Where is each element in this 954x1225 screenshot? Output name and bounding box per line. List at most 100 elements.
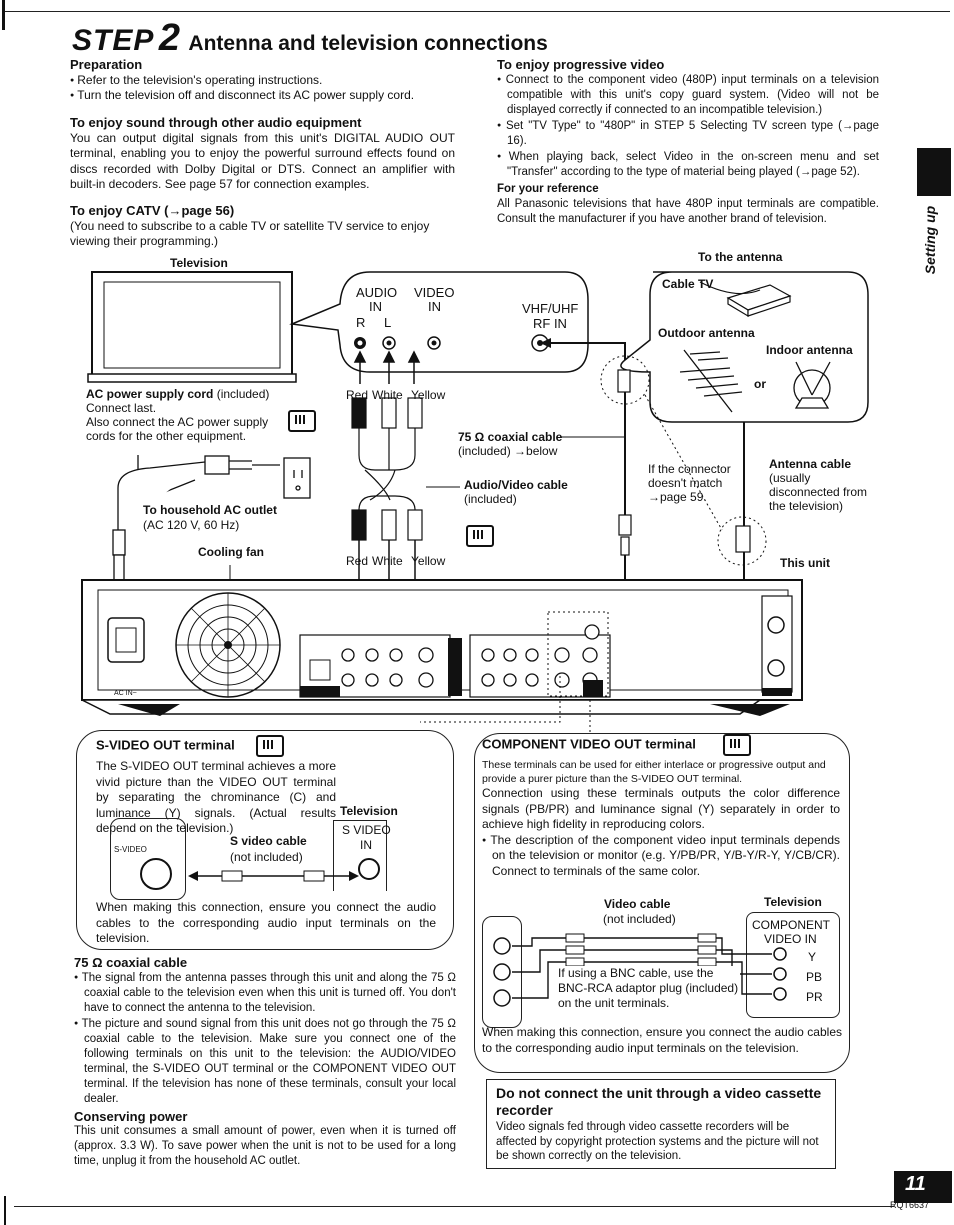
preparation-heading: Preparation [70,57,143,72]
or-label: or [754,377,766,391]
progressive-section: To enjoy progressive video Connect to th… [497,57,879,227]
step-word: STEP [72,24,155,57]
antenna-cable-rest: (usually disconnected from the televisio… [769,471,868,513]
tv-video-label: VIDEO [414,285,455,300]
bottom-rule [14,1206,894,1207]
coax-item: The picture and sound signal from this u… [74,1016,456,1107]
preparation-section: Preparation Refer to the television's op… [70,57,455,104]
svideo-cable-label: S video cable [230,834,307,848]
vcr-warning-section: Do not connect the unit through a video … [496,1085,826,1164]
av-cable-drawing [351,397,423,541]
svideo-reference-icon [256,735,285,757]
svideo-heading-text: S-VIDEO OUT terminal [96,737,235,753]
indoor-antenna-label: Indoor antenna [766,343,853,357]
household-outlet-label: To household AC outlet [143,503,277,517]
svideo-tv-box [333,820,387,891]
progressive-item: When playing back, select Video in the o… [497,149,879,180]
coax-cable-bold: 75 Ω coaxial cable [458,430,563,444]
component-pr: PR [806,990,823,1004]
page-number: 11 [905,1173,926,1195]
cable-tv-drawing [699,281,792,318]
coax-item: The signal from the antenna passes throu… [74,970,456,1016]
svideo-cable-drawing [188,870,359,882]
outdoor-antenna-label: Outdoor antenna [658,326,755,340]
page-title: STEP 2 Antenna and television connection… [72,17,548,60]
also-connect: Also connect the AC power supply cords f… [86,415,269,443]
preparation-item: Turn the television off and disconnect i… [70,88,455,104]
to-antenna-label: To the antenna [698,250,783,264]
unit-back-panel [81,579,803,716]
tv-audio-label: AUDIO [356,285,398,300]
component-heading: COMPONENT VIDEO OUT terminal [482,734,840,756]
reference-icon [288,410,316,437]
top-rule [4,11,950,12]
progressive-heading: To enjoy progressive video [497,57,665,72]
power-text: This unit consumes a small amount of pow… [74,1125,456,1167]
av-cable-bold: Audio/Video cable [464,478,568,492]
ac-cord-bold: AC power supply cord [86,387,214,401]
component-tv-label: Television [764,895,822,909]
vcr-warning-box [486,1079,836,1169]
connector-mismatch-note: If the connector doesn't match →page 59. [648,462,731,504]
tv-l-label: L [384,315,392,330]
tv-audio-in-label: IN [369,299,382,314]
component-item: The description of the component video i… [482,833,840,880]
side-tab-label: Setting up [922,205,938,275]
svideo-unit-box [110,818,186,900]
tv-label: Television [170,256,228,270]
white-label-top: White [372,388,403,402]
catv-heading: To enjoy CATV (→page 56) [70,203,235,218]
component-text: Connection using these terminals outputs… [482,786,840,831]
svideo-unit-jack [140,858,172,890]
reference-heading: For your reference [497,183,599,195]
outlet-spec-label: (AC 120 V, 60 Hz) [143,518,240,532]
bottom-left-mark [4,1196,6,1225]
video-cable-label: Video cable [604,897,671,911]
rf-in-label: RF IN [533,316,567,331]
reference-text: All Panasonic televisions that have 480P… [497,198,879,225]
coax-heading: 75 Ω coaxial cable [74,955,188,970]
title-text: Antenna and television connections [188,32,548,55]
component-y: Y [808,950,817,964]
svideo-section: S-VIDEO OUT terminal The S-VIDEO OUT ter… [96,735,436,837]
svideo-tv-label: Television [340,804,398,818]
component-callout [474,733,850,1073]
tv-r-label: R [356,315,366,330]
step-number: 2 [158,17,180,59]
yellow-label-bottom: Yellow [411,554,446,568]
progressive-item: Set "TV Type" to "480P" in STEP 5 Select… [497,118,879,149]
left-edge-mark [2,0,5,30]
surround-text: You can output digital signals from this… [70,130,455,192]
page-code: RQT6637 [890,1200,930,1210]
power-heading: Conserving power [74,1109,188,1124]
svideo-callout [76,730,454,950]
page-number-box [894,1171,952,1203]
vcr-warning-text: Video signals fed through video cassette… [496,1121,819,1162]
component-tv-box [746,912,840,1018]
component-note: When making this connection, ensure you … [482,1025,842,1055]
surround-heading: To enjoy sound through other audio equip… [70,115,362,130]
indoor-antenna-drawing [793,361,831,409]
vhf-uhf-label: VHF/UHF [522,301,579,316]
coax-cable-rest: (included) →below [458,444,558,458]
red-label-bottom: Red [346,554,369,568]
vcr-warning-heading: Do not connect the unit through a video … [496,1085,822,1118]
connect-last: Connect last. [86,401,157,415]
white-label-bottom: White [372,554,403,568]
this-unit-label: This unit [780,556,830,570]
catv-text: (You need to subscribe to a cable TV or … [70,218,430,249]
surround-section: To enjoy sound through other audio equip… [70,115,455,193]
coax-section: 75 Ω coaxial cable The signal from the a… [74,955,456,1169]
svideo-jack-label: S-VIDEO [114,845,147,854]
svideo-heading: S-VIDEO OUT terminal [96,735,436,757]
component-reference-icon [723,734,752,756]
svideo-tv-jack [358,858,380,880]
ac-cord-rest: (included) [213,387,270,401]
component-pb: PB [806,970,823,984]
component-intro: These terminals can be used for either i… [482,759,826,785]
svideo-text: The S-VIDEO OUT terminal achieves a more… [96,759,336,835]
video-cable-note: (not included) [603,912,676,926]
antenna-cable-note: Antenna cable (usually disconnected from… [769,457,879,513]
tv-video-in-label: IN [428,299,441,314]
av-reference-icon [466,525,494,552]
